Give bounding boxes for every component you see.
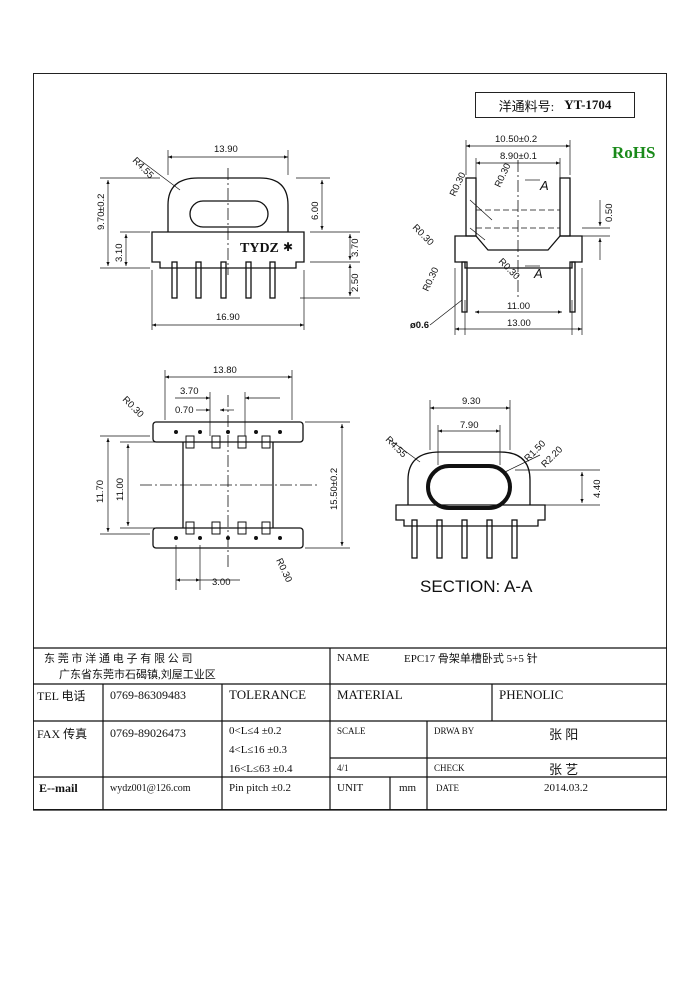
dim-side-base: 13.00 [507,318,531,329]
tolerance-label: TOLERANCE [229,687,307,702]
scale-value: 4/1 [337,763,349,773]
tolerance-row-2: 4<L≤16 ±0.3 [229,744,287,756]
check-label: CHECK [434,763,465,773]
dim-side-pins: 11.00 [507,301,530,312]
company-name: 东 莞 市 洋 通 电 子 有 限 公 司 [44,653,193,665]
front-view [100,150,360,330]
part-number: YT-1704 [564,97,612,112]
section-winding-window [426,464,512,510]
dim-bottom-inner: 11.00 [115,478,126,501]
dim-bottom-length: 15.50±0.2 [329,468,340,510]
drawby-value: 张 阳 [549,726,579,742]
unit-label: UNIT [337,782,364,794]
tel-value: 0769-86309483 [110,687,186,702]
dim-side-r1: R0.30 [448,171,469,199]
dim-front-pin: 2.50 [350,274,361,293]
part-name: EPC17 骨架单槽卧式 5+5 针 [404,653,538,665]
material-label: MATERIAL [337,687,403,702]
dim-section-outer: 9.30 [462,396,481,407]
part-number-label: 洋通料号: [498,98,555,114]
unit-value: mm [399,782,417,794]
bottom-pin-holes [174,430,282,540]
scale-label: SCALE [337,726,366,736]
section-view [389,400,600,559]
company-address: 广东省东莞市石碣镇,刘屋工业区 [59,669,216,681]
front-bobbin-arch [167,177,289,232]
dim-front-window: 6.00 [310,202,321,221]
fax-value: 0769-89026473 [110,725,186,740]
dim-front-flange-right: 3.70 [350,239,361,258]
dim-front-height: 9.70 [96,212,107,231]
dim-front-top: 13.90 [214,144,238,155]
dim-side-pin-dia: ø0.6 [410,320,429,331]
dim-bottom-pitch: 3.70 [180,386,199,397]
tel-label: TEL 电话 [37,688,86,703]
dim-bottom-slot: 0.70 [175,405,194,416]
fax-label: FAX 传真 [37,726,88,741]
front-pins [171,261,276,299]
bottom-bottom-flange [152,527,304,549]
front-window-slot [189,200,269,228]
dim-front-flange: 3.10 [114,244,125,263]
date-label: DATE [436,783,459,793]
section-flange [395,504,546,527]
drawby-label: DRWA BY [434,726,475,736]
star-mark: ✱ [283,240,293,254]
check-value: 张 艺 [549,761,579,777]
email-value: wydz001@126.com [110,782,191,794]
material-value: PHENOLIC [499,687,564,702]
tolerance-row-1: 0<L≤4 ±0.2 [229,725,282,737]
tolerance-row-4: Pin pitch ±0.2 [229,782,291,794]
dim-front-height-tol: ±0.2 [96,194,107,212]
dim-side-r2: R0.30 [493,162,514,190]
dim-bottom-r1: R0.30 [120,394,146,420]
dim-side-r5: R0.30 [421,266,442,294]
section-marker-bottom: A [533,266,543,281]
dim-side-inner: 8.90±0.1 [500,151,537,162]
name-label: NAME [337,652,370,664]
dim-section-r-outer: R4.55 [383,434,409,460]
dim-section-height: 4.40 [592,480,603,499]
dim-bottom-r2: R0.30 [273,557,294,585]
side-pin-left [461,261,468,313]
section-outer-profile [407,451,531,505]
side-pin-right [569,261,576,313]
dim-bottom-outer: 11.70 [95,480,106,503]
dim-side-r4: R0.30 [496,256,522,282]
date-value: 2014.03.2 [544,782,588,794]
section-title: SECTION: A-A [420,577,533,596]
dim-front-radius: R4.55 [130,155,156,181]
dim-front-bottom: 16.90 [216,312,240,323]
side-view [429,140,610,335]
section-marker-top: A [539,178,549,193]
front-flange [151,231,305,269]
brand-mark: TYDZ [240,241,279,256]
dim-side-r3: R0.30 [410,222,436,248]
part-number-box: 洋通料号: YT-1704 [475,92,635,118]
dim-bottom-pin-pitch: 3.00 [212,577,231,588]
dim-section-inner: 7.90 [460,420,479,431]
rohs-mark: RoHS [612,143,656,162]
title-block-grid [33,647,667,811]
dim-side-overall: 10.50±0.2 [495,134,537,145]
section-pins [411,519,518,559]
email-label: E--mail [39,780,78,795]
dim-bottom-width: 13.80 [213,365,237,376]
bottom-view [100,370,350,590]
tolerance-row-3: 16<L≤63 ±0.4 [229,763,293,775]
dim-side-step: 0.50 [604,204,615,223]
